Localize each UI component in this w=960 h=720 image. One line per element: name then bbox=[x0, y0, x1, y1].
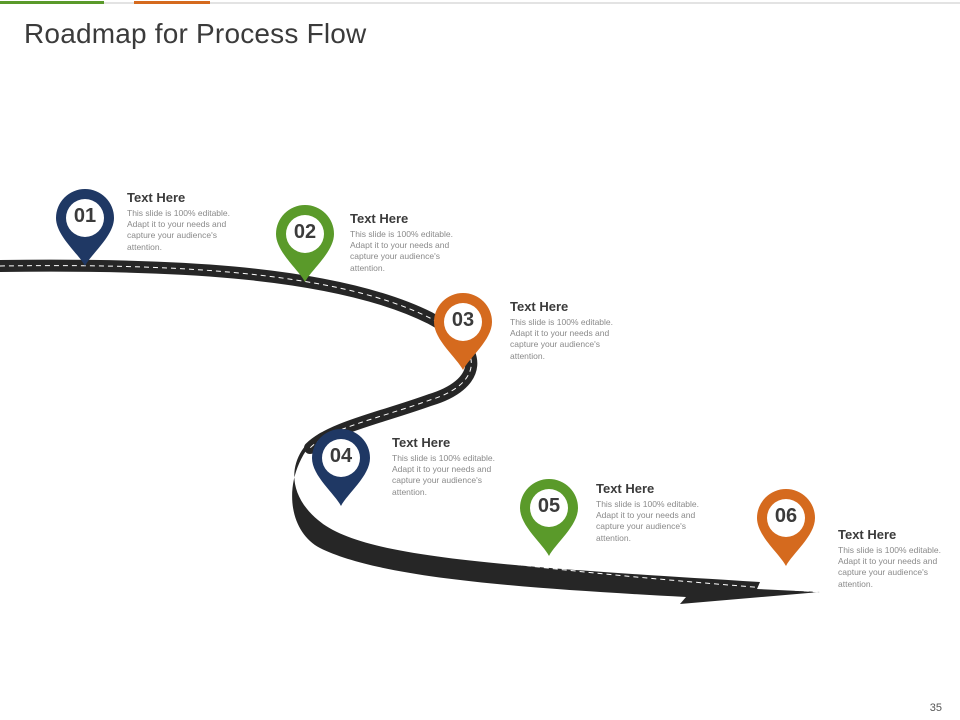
location-pin-icon bbox=[520, 479, 578, 556]
step-04-text: Text Here This slide is 100% editable. A… bbox=[392, 435, 512, 498]
step-06-pin: 06 bbox=[756, 488, 816, 568]
step-01-pin: 01 bbox=[55, 188, 115, 268]
location-pin-icon bbox=[757, 489, 815, 566]
step-description: This slide is 100% editable. Adapt it to… bbox=[350, 229, 454, 273]
step-06-text: Text Here This slide is 100% editable. A… bbox=[838, 527, 958, 590]
top-accent-green bbox=[0, 1, 104, 4]
step-heading: Text Here bbox=[127, 190, 186, 205]
road-upper bbox=[0, 259, 478, 454]
step-number: 02 bbox=[293, 221, 317, 243]
step-02-pin: 02 bbox=[275, 204, 335, 284]
slide-title: Roadmap for Process Flow bbox=[24, 18, 367, 49]
step-01-text: Text Here This slide is 100% editable. A… bbox=[127, 190, 247, 253]
step-heading: Text Here bbox=[350, 211, 409, 226]
step-04-pin: 04 bbox=[311, 428, 371, 508]
step-number: 01 bbox=[73, 205, 97, 227]
location-pin-icon bbox=[276, 205, 334, 282]
step-05-pin: 05 bbox=[519, 478, 579, 558]
step-05-text: Text Here This slide is 100% editable. A… bbox=[596, 481, 716, 544]
step-description: This slide is 100% editable. Adapt it to… bbox=[127, 208, 231, 252]
page-number: 35 bbox=[929, 702, 942, 714]
step-number: 04 bbox=[329, 445, 353, 467]
step-description: This slide is 100% editable. Adapt it to… bbox=[838, 545, 942, 589]
step-heading: Text Here bbox=[596, 481, 655, 496]
step-description: This slide is 100% editable. Adapt it to… bbox=[510, 317, 614, 361]
location-pin-icon bbox=[434, 293, 492, 370]
step-heading: Text Here bbox=[838, 527, 897, 542]
location-pin-icon bbox=[312, 429, 370, 506]
step-description: This slide is 100% editable. Adapt it to… bbox=[392, 453, 496, 497]
step-description: This slide is 100% editable. Adapt it to… bbox=[596, 499, 700, 543]
step-03-pin: 03 bbox=[433, 292, 493, 372]
top-accent-orange bbox=[134, 1, 210, 4]
road-upper-dashes bbox=[0, 265, 472, 449]
step-03-text: Text Here This slide is 100% editable. A… bbox=[510, 299, 630, 362]
location-pin-icon bbox=[56, 189, 114, 266]
step-02-text: Text Here This slide is 100% editable. A… bbox=[350, 211, 470, 274]
top-border-line bbox=[0, 2, 960, 4]
step-heading: Text Here bbox=[510, 299, 569, 314]
step-number: 03 bbox=[451, 309, 475, 331]
step-number: 05 bbox=[537, 495, 561, 517]
step-number: 06 bbox=[774, 505, 798, 527]
road-lower bbox=[292, 432, 821, 604]
step-heading: Text Here bbox=[392, 435, 451, 450]
